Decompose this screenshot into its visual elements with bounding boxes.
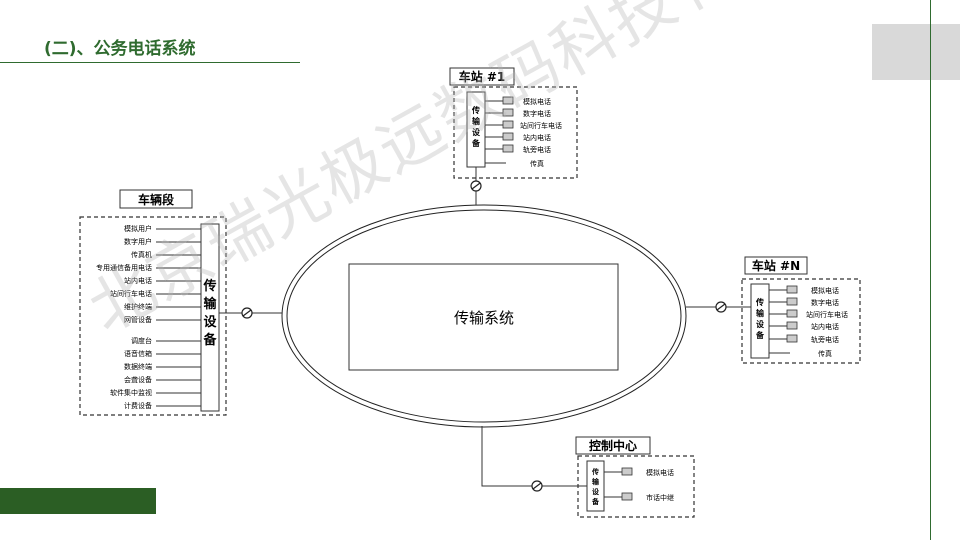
depot-item: 语音信箱 (124, 349, 152, 358)
transmission-ellipse-inner (286, 209, 682, 423)
control-center-group: 控制中心 传 输 设 备 模拟电话 市话中继 (481, 426, 695, 518)
svg-text:传真: 传真 (530, 159, 544, 168)
device-char: 设 (592, 487, 600, 496)
device-char: 传 (202, 278, 216, 294)
svg-text:轨旁电话: 轨旁电话 (811, 335, 839, 344)
station-n-title: 车站 #N (752, 258, 800, 273)
svg-text:传真: 传真 (818, 349, 832, 358)
station-n-item-row: 模拟电话 (769, 285, 839, 295)
depot-item: 站内电话 (124, 276, 152, 285)
station-n-item-row: 轨旁电话 (769, 334, 839, 344)
page-title: (二)、公务电话系统 (44, 39, 196, 59)
depot-frame (79, 216, 227, 416)
depot-item: 数字用户 (124, 237, 152, 246)
phone-icon (502, 144, 514, 153)
station-1-item-row: 传真 (485, 159, 544, 168)
phone-icon (502, 120, 514, 129)
svg-text:站内电话: 站内电话 (811, 322, 839, 331)
station-1-item-row: 站间行车电话 (485, 120, 562, 130)
depot-item: 站间行车电话 (110, 289, 152, 298)
phone-icon (502, 108, 514, 117)
depot-group: 车辆段 传 输 设 备 模拟用户 数字用户 传真机 专用通信备用电话 站内电话 … (79, 189, 282, 416)
device-char: 设 (756, 319, 764, 329)
title-underline (0, 62, 300, 63)
control-center-item-row: 市话中继 (604, 492, 674, 502)
depot-item: 传真机 (131, 250, 152, 259)
station-1-item-row: 轨旁电话 (485, 144, 551, 154)
phone-icon (786, 285, 798, 294)
transmission-system-label: 传输系统 (454, 309, 514, 327)
depot-item: 计费设备 (124, 401, 152, 410)
svg-text:数字电话: 数字电话 (523, 109, 551, 118)
phone-icon (502, 132, 514, 141)
phone-icon (621, 492, 633, 501)
device-char: 备 (471, 138, 481, 148)
depot-title-box (119, 189, 193, 209)
depot-device-box (200, 223, 220, 412)
right-border-line (930, 0, 931, 540)
depot-item: 软件集中监视 (110, 388, 152, 397)
svg-text:站间行车电话: 站间行车电话 (520, 121, 562, 130)
device-char: 输 (203, 296, 217, 312)
station-1-group: 车站 #1 传 输 设 备 模拟电话 数字电话 站间行车电话 站内电话 轨旁电话 (449, 67, 578, 205)
station-n-frame (741, 278, 861, 364)
device-char: 备 (591, 497, 600, 506)
depot-item: 数据终端 (124, 362, 152, 371)
device-char: 传 (591, 467, 599, 476)
station-1-frame (453, 86, 578, 179)
station-n-item-row: 数字电话 (769, 297, 839, 307)
station-1-title-box (449, 67, 515, 86)
depot-item: 会聋设备 (124, 375, 152, 384)
station-n-item-row: 传真 (769, 349, 832, 358)
svg-text:模拟电话: 模拟电话 (523, 97, 551, 106)
depot-item: 调度台 (131, 336, 152, 345)
svg-text:数字电话: 数字电话 (811, 298, 839, 307)
svg-text:站内电话: 站内电话 (523, 133, 551, 142)
station-1-item-row: 站内电话 (485, 132, 551, 142)
svg-text:站间行车电话: 站间行车电话 (806, 310, 848, 319)
station-n-group: 车站 #N 传 输 设 备 模拟电话 数字电话 站间行车电话 站内电话 轨旁电话… (686, 256, 861, 364)
svg-text:模拟电话: 模拟电话 (646, 468, 674, 477)
station-1-title: 车站 #1 (459, 69, 506, 84)
device-char: 设 (472, 127, 480, 137)
depot-item: 专用通信备用电话 (96, 263, 152, 272)
station-n-title-box (744, 256, 808, 275)
station-n-item-row: 站间行车电话 (769, 309, 848, 319)
station-1-item-row: 数字电话 (485, 108, 551, 118)
svg-text:市话中继: 市话中继 (646, 493, 674, 502)
control-center-title-box (575, 436, 651, 455)
phone-icon (786, 321, 798, 330)
device-char: 传 (755, 297, 764, 307)
control-center-title: 控制中心 (589, 438, 637, 453)
transmission-system-box (348, 263, 619, 371)
depot-title: 车辆段 (138, 192, 175, 207)
device-char: 传 (471, 105, 480, 115)
phone-icon (621, 467, 633, 476)
control-center-link (481, 426, 587, 487)
device-char: 输 (472, 116, 481, 126)
depot-item: 维护终端 (124, 302, 152, 311)
station-n-item-row: 站内电话 (769, 321, 839, 331)
device-char: 备 (202, 332, 217, 348)
phone-icon (786, 297, 798, 306)
control-center-item-row: 模拟电话 (604, 467, 674, 477)
device-char: 输 (756, 308, 765, 318)
device-char: 备 (755, 330, 765, 340)
depot-item: 模拟用户 (124, 224, 152, 233)
depot-item: 网管设备 (124, 315, 152, 324)
svg-text:模拟电话: 模拟电话 (811, 286, 839, 295)
device-char: 设 (203, 315, 217, 330)
station-n-device-box (750, 283, 770, 359)
decorative-bottom-bar (0, 488, 156, 514)
phone-icon (786, 309, 798, 318)
svg-text:轨旁电话: 轨旁电话 (523, 145, 551, 154)
station-1-item-row: 模拟电话 (485, 96, 551, 106)
device-char: 输 (592, 477, 600, 486)
phone-icon (502, 96, 514, 105)
decorative-gray-block (872, 24, 960, 80)
phone-icon (786, 334, 798, 343)
